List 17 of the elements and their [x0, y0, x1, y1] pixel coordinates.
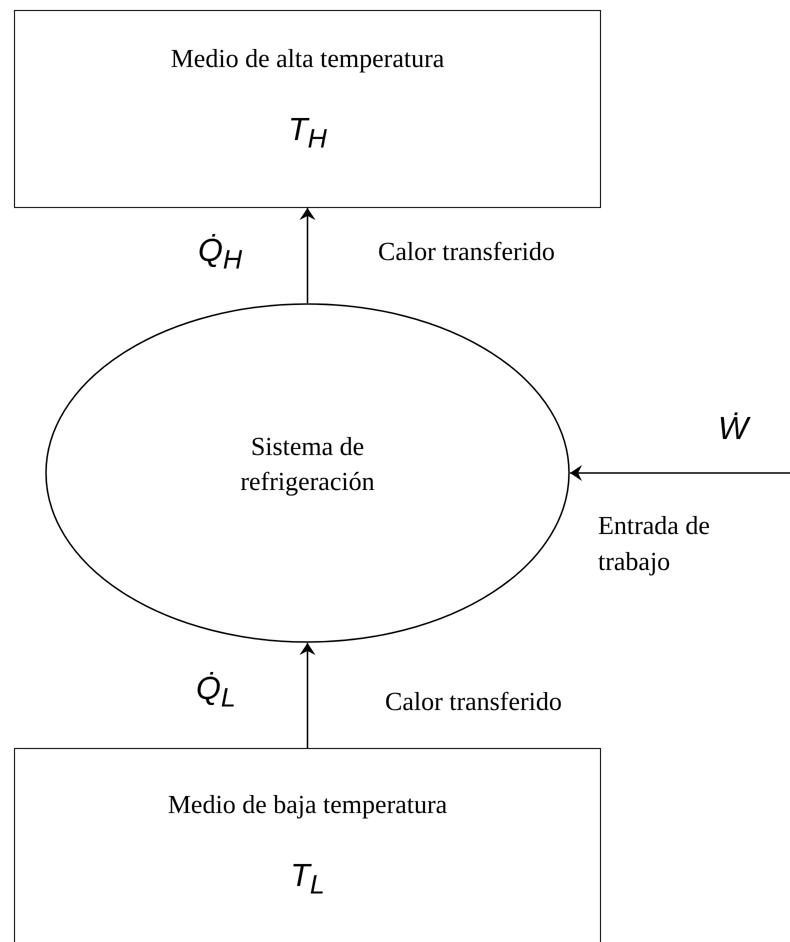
node-title: Sistema de refrigeración: [239, 431, 376, 498]
high-temperature-box: [14, 10, 601, 208]
flow-symbol: Q̇$_{L}$: [196, 670, 236, 714]
note: Calor transferido: [385, 686, 562, 718]
arrow: [300, 643, 316, 748]
temperature-symbol: T$_{H}$: [288, 111, 327, 154]
refrigeration-system-ellipse: [45, 303, 570, 643]
note: Entrada de trabajo: [598, 510, 711, 578]
note: Calor transferido: [378, 236, 555, 268]
low-temperature-box: [14, 748, 601, 942]
arrow: [570, 465, 790, 481]
flow-symbol: Q̇$_{H}$: [198, 232, 242, 276]
node-title: Medio de baja temperatura: [168, 789, 448, 821]
node-title: Medio de alta temperatura: [170, 43, 444, 75]
arrow: [300, 208, 316, 303]
temperature-symbol: T$_{L}$: [290, 857, 325, 900]
flow-symbol: Ẇ: [718, 410, 748, 447]
